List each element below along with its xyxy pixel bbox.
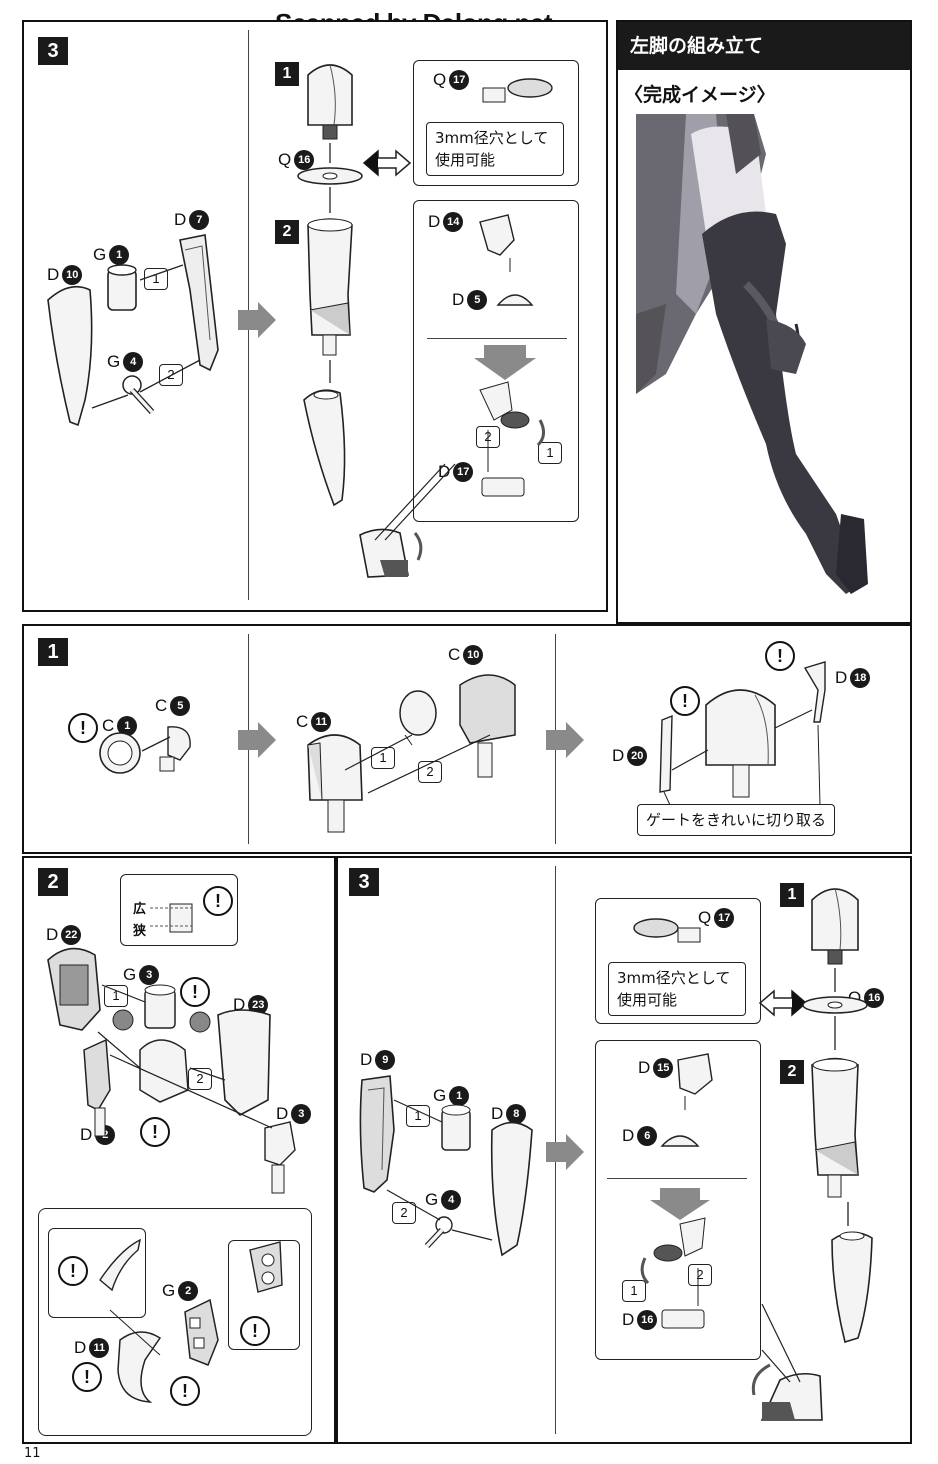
washer-drawing bbox=[633, 918, 701, 943]
detail-parts-drawing bbox=[99, 1238, 283, 1403]
bottom-left-parts-drawing bbox=[47, 947, 296, 1194]
bottom-leg-assembly-drawing bbox=[751, 887, 873, 1421]
page-number: 11 bbox=[24, 1446, 41, 1461]
detail-subbox-left bbox=[48, 1228, 146, 1318]
warning-icon: ! bbox=[203, 886, 233, 916]
warning-icon: ! bbox=[180, 977, 210, 1007]
seq-1-foot: 1 bbox=[538, 442, 562, 464]
bottom-foot-parts-drawing bbox=[640, 1053, 713, 1329]
double-arrow-icon bbox=[362, 149, 412, 177]
top-note-text: 3mm径穴として 使用可能 bbox=[426, 122, 564, 176]
seq-2: 2 bbox=[392, 1202, 416, 1224]
flow-arrow-icon bbox=[238, 722, 276, 758]
warning-icon: ! bbox=[240, 1316, 270, 1346]
gate-note: ゲートをきれいに切り取る bbox=[637, 804, 836, 836]
seq-1: 1 bbox=[371, 747, 395, 769]
flow-arrow-icon bbox=[546, 722, 584, 758]
warning-icon: ! bbox=[58, 1256, 88, 1286]
mid-right-parts-drawing bbox=[659, 661, 826, 806]
warning-icon: ! bbox=[72, 1362, 102, 1392]
left-leg-header: 左脚の組み立て bbox=[618, 22, 910, 70]
narrow-label: 狭 bbox=[133, 924, 147, 939]
substep-1: 1 bbox=[275, 62, 299, 86]
top-foot-parts-drawing bbox=[474, 214, 545, 497]
seq-1: 1 bbox=[104, 985, 128, 1007]
flow-arrow-icon bbox=[546, 1134, 584, 1170]
warning-icon: ! bbox=[765, 641, 795, 671]
left-leg-subheader: 〈完成イメージ〉 bbox=[624, 84, 776, 106]
step-number: 2 bbox=[38, 868, 68, 896]
step-number: 3 bbox=[349, 868, 379, 896]
callout-pointer bbox=[374, 463, 456, 541]
step-number: 1 bbox=[38, 638, 68, 666]
top-left-parts-drawing bbox=[47, 234, 219, 427]
bottom-right-parts-drawing bbox=[359, 1075, 533, 1257]
substep-2: 2 bbox=[780, 1060, 804, 1084]
callout-divider bbox=[607, 1178, 747, 1179]
mid-left-parts-drawing bbox=[99, 726, 191, 774]
mid-center-parts-drawing bbox=[307, 674, 516, 833]
substep-2: 2 bbox=[275, 220, 299, 244]
substep-1: 1 bbox=[780, 883, 804, 907]
step-number: 3 bbox=[38, 37, 68, 65]
bottom-note-text: 3mm径穴として 使用可能 bbox=[608, 962, 746, 1016]
seq-1-foot: 1 bbox=[622, 1280, 646, 1302]
wide-label: 広 bbox=[133, 902, 147, 917]
callout-divider bbox=[427, 338, 567, 339]
warning-icon: ! bbox=[68, 713, 98, 743]
seq-2-foot: 2 bbox=[688, 1264, 712, 1286]
flow-arrow-icon bbox=[238, 302, 276, 338]
warning-icon: ! bbox=[170, 1376, 200, 1406]
washer-drawing bbox=[482, 78, 553, 103]
width-gauge-drawing bbox=[150, 903, 193, 933]
finished-leg-image bbox=[636, 114, 902, 604]
callout-pointer bbox=[761, 1303, 801, 1383]
warning-icon: ! bbox=[670, 686, 700, 716]
top-leg-assembly-drawing bbox=[297, 64, 423, 578]
warning-icon: ! bbox=[140, 1117, 170, 1147]
